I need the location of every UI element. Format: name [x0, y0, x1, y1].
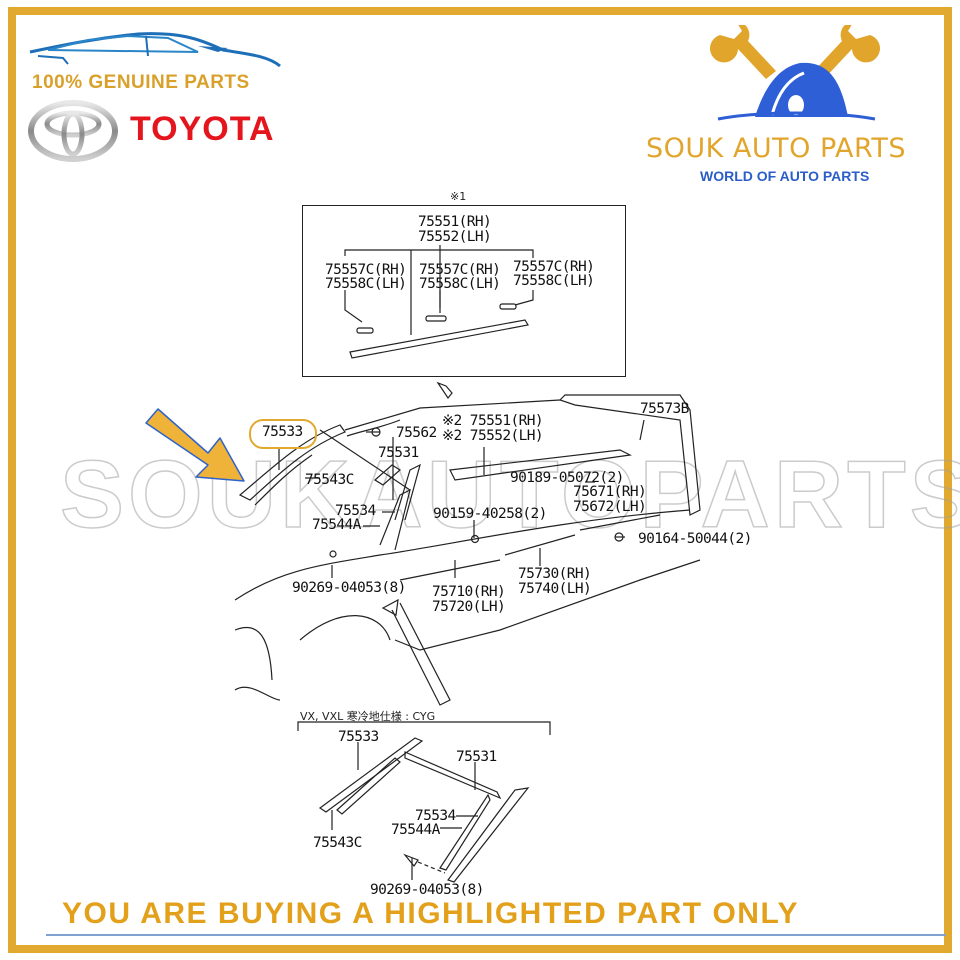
part-label-90189: 90189-05072(2) [510, 470, 624, 486]
part-label-75672: 75672(LH) [573, 499, 647, 515]
part-label-75671: 75671(RH) [573, 484, 647, 500]
inset-clip-1-lh: 75558C(LH) [325, 276, 407, 292]
inset-marker: ※1 [450, 190, 467, 203]
variant-label-75534: 75534 [415, 808, 456, 824]
genuine-parts-tagline: 100% GENUINE PARTS [32, 72, 250, 93]
part-label-75740: 75740(LH) [518, 581, 592, 597]
part-label-75710: 75710(RH) [432, 584, 506, 600]
inset-part-75552: 75552(LH) [418, 229, 492, 245]
part-label-75533-highlighted[interactable]: 75533 [262, 424, 303, 440]
part-label-90164: 90164-50044(2) [638, 531, 752, 547]
highlighted-part-notice: YOU ARE BUYING A HIGHLIGHTED PART ONLY [62, 897, 800, 930]
inset-clip-3-rh: 75557C(RH) [513, 259, 595, 275]
gold-frame [8, 7, 952, 953]
part-label-90269: 90269-04053(8) [292, 580, 406, 596]
variant-label-90269: 90269-04053(8) [370, 882, 484, 898]
inset-box [302, 205, 626, 377]
variant-label-75533: 75533 [338, 729, 379, 745]
part-label-75720: 75720(LH) [432, 599, 506, 615]
part-label-75562: 75562 [396, 425, 437, 441]
highlighted-part-outline [249, 419, 317, 449]
part-label-75730: 75730(RH) [518, 566, 592, 582]
variant-label-75544a: 75544A [391, 822, 440, 838]
variant-label-75531: 75531 [456, 749, 497, 765]
toyota-brand-name: TOYOTA [130, 110, 275, 148]
part-label-75551: ※2 75551(RH) [442, 413, 544, 429]
part-label-75544a: 75544A [312, 517, 361, 533]
part-label-75534: 75534 [335, 503, 376, 519]
part-label-90159: 90159-40258(2) [433, 506, 547, 522]
variant-note: VX, VXL 寒冷地仕様 : CYG [300, 710, 436, 723]
part-label-75543c: 75543C [305, 472, 354, 488]
inset-clip-1-rh: 75557C(RH) [325, 262, 407, 278]
wrench-wheel-logo-icon [710, 25, 880, 121]
part-label-75531: 75531 [378, 445, 419, 461]
variant-label-75543c: 75543C [313, 835, 362, 851]
toyota-emblem-icon [28, 100, 118, 162]
souk-auto-parts-subtitle: WORLD OF AUTO PARTS [700, 168, 870, 184]
part-label-75573b: 75573B [640, 401, 689, 417]
highlight-arrow-icon [145, 408, 245, 482]
car-silhouette-icon [29, 32, 281, 68]
souk-auto-parts-title: SOUK AUTO PARTS [646, 133, 906, 164]
part-label-75552: ※2 75552(LH) [442, 428, 544, 444]
inset-clip-3-lh: 75558C(LH) [513, 273, 595, 289]
inset-part-75551: 75551(RH) [418, 214, 492, 230]
footer-divider [46, 934, 946, 936]
